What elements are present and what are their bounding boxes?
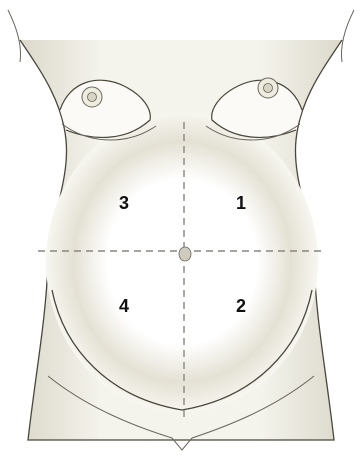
quadrant-upper-right-label: 1	[236, 193, 246, 213]
quadrant-upper-left-label: 3	[119, 193, 129, 213]
umbilicus	[179, 247, 191, 261]
right-nipple	[264, 84, 273, 93]
right-shoulder-line	[342, 10, 355, 62]
quadrant-lower-left-label: 4	[119, 296, 129, 316]
left-shoulder-line	[8, 10, 21, 62]
belly-shading	[46, 112, 318, 412]
quadrant-lower-right-label: 2	[236, 296, 246, 316]
left-nipple	[88, 93, 97, 102]
